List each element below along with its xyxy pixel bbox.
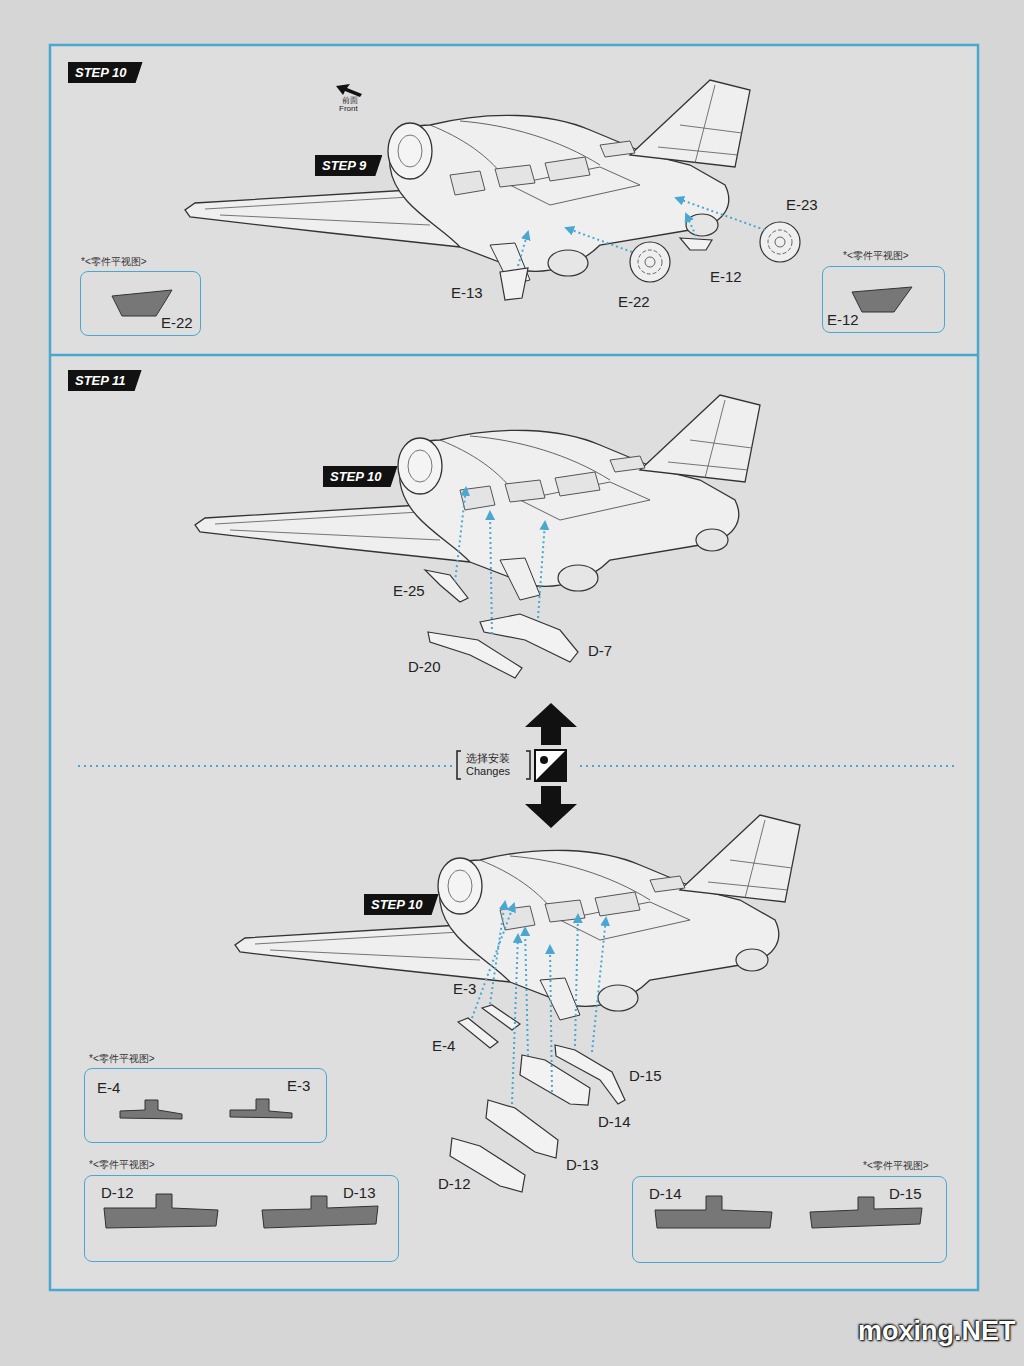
aircraft-step10 [185,80,750,285]
option-divider [457,751,530,779]
parts [630,242,670,282]
front-arrow [336,84,362,97]
part-number: D-7 [588,642,612,659]
option-divider [525,786,577,828]
assembly-arrows [490,902,505,1004]
assembly-arrows [525,928,528,1056]
note-label: Changes [466,765,510,777]
part-number: E-22 [618,293,650,310]
sheet-frame [50,45,978,1290]
assembly-arrows [676,198,765,230]
parts [486,1100,558,1158]
step-label: STEP 10 [75,65,127,80]
assembly-arrows [512,935,518,1104]
aircraft-step11-a [195,395,760,600]
option-divider [535,750,566,781]
part-view-box: *<零件平视图>E-12 [822,266,945,333]
option-divider [525,703,577,745]
parts [520,1055,590,1105]
step-tag: STEP 10 [68,62,143,83]
view-heading: *<零件平视图> [81,255,147,269]
sheet-frame [50,354,978,357]
parts [760,222,800,262]
aircraft-step10 [185,80,750,285]
part-number: D-20 [408,658,441,675]
part-number: D-15 [629,1067,662,1084]
option-divider [78,765,452,767]
parts [458,1018,498,1048]
option-divider [580,765,955,767]
part-silhouettes [852,287,912,312]
part-number: E-23 [786,196,818,213]
part-number: E-3 [287,1077,310,1094]
aircraft-step11-b [235,815,800,1020]
assembly-arrows [455,198,765,1104]
part-number: E-25 [393,582,425,599]
step-label: STEP 10 [371,897,423,912]
part-number: D-15 [889,1185,922,1202]
assembly-arrows [490,512,492,634]
assembly-arrows [518,232,528,266]
part-number: E-12 [827,311,859,328]
aircraft-step11-b [235,815,800,1020]
parts [500,268,528,300]
parts [425,570,468,602]
part-number: D-12 [438,1175,471,1192]
view-heading: *<零件平视图> [89,1158,155,1172]
assembly-arrows [566,228,632,252]
part-silhouettes [120,1100,182,1119]
assembly-arrows [455,488,466,582]
part-number: E-22 [161,314,193,331]
note-label: 选择安装 [466,751,510,766]
assembly-arrows [538,522,545,618]
parts [425,222,800,1192]
view-heading: *<零件平视图> [89,1052,155,1066]
parts [680,238,712,250]
parts [428,632,522,678]
view-heading: *<零件平视图> [843,249,909,263]
step-label: STEP 9 [322,158,366,173]
assembly-arrows [472,904,514,1018]
part-number: D-14 [598,1113,631,1130]
sheet-frame [50,45,978,1290]
part-number: D-12 [101,1184,134,1201]
option-divider [535,750,566,781]
part-view-box: *<零件平视图>D-12D-13 [84,1175,399,1262]
part-number: E-12 [710,268,742,285]
part-silhouettes [112,290,172,316]
part-silhouettes [230,1099,292,1118]
step-tag: STEP 10 [364,894,439,915]
part-number: E-4 [432,1037,455,1054]
part-number: E-3 [453,980,476,997]
step-tag: STEP 11 [68,370,142,391]
assembly-arrows [592,918,606,1052]
note-label: Front [339,104,358,113]
view-heading: *<零件平视图> [863,1159,929,1173]
step-tag: STEP 9 [315,155,382,176]
part-number: D-13 [343,1184,376,1201]
watermark: moxing.NET [858,1316,1016,1347]
option-divider [540,756,548,764]
part-number: D-14 [649,1185,682,1202]
part-number: D-13 [566,1156,599,1173]
step-label: STEP 11 [75,373,126,388]
assembly-arrows [686,214,696,236]
part-view-box: *<零件平视图>D-14D-15 [632,1176,947,1263]
part-number: E-13 [451,284,483,301]
part-silhouettes [104,287,922,1228]
assembly-arrows [575,915,578,1046]
part-number: E-4 [97,1079,120,1096]
option-divider [78,703,955,828]
step-label: STEP 10 [330,469,382,484]
part-view-box: *<零件平视图>E-22 [80,271,201,336]
part-view-box: *<零件平视图>E-4E-3 [84,1068,327,1143]
front-arrow [336,84,362,97]
parts [480,614,578,662]
assembly-arrows [550,946,552,1092]
step-tag: STEP 10 [323,466,398,487]
aircraft-step11-a [195,395,760,600]
